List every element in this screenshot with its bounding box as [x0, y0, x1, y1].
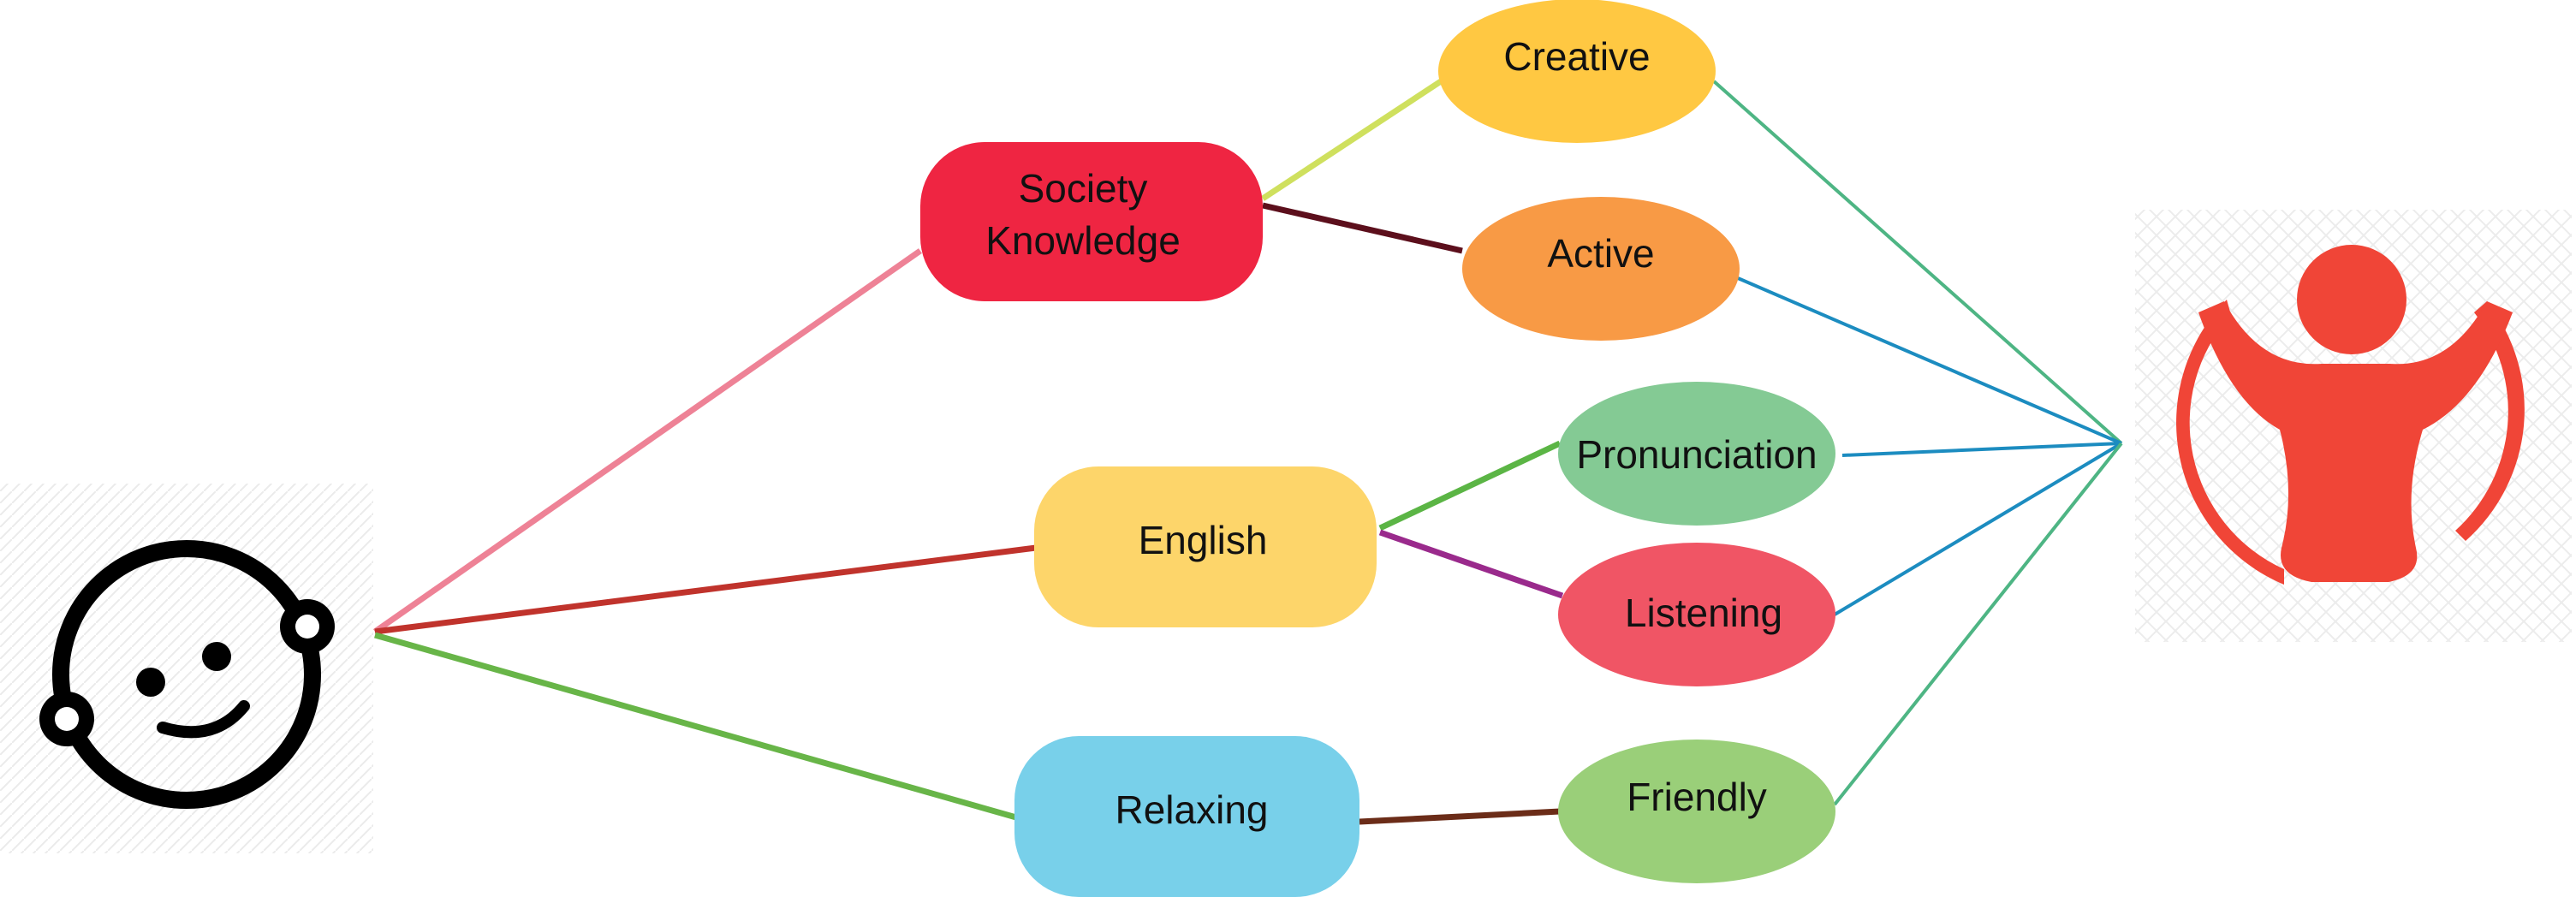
connector-english-pronunciation — [1378, 440, 1562, 532]
node-label-knowledge: Knowledge — [985, 218, 1181, 263]
node-relaxing: Relaxing — [1014, 736, 1359, 897]
node-society-knowledge: Society Knowledge — [920, 142, 1263, 301]
connector-baby-relaxing — [374, 632, 1017, 821]
node-label-english: English — [1139, 518, 1268, 562]
node-creative: Creative — [1438, 0, 1716, 143]
node-label-friendly: Friendly — [1627, 775, 1767, 819]
node-friendly: Friendly — [1558, 740, 1835, 883]
node-label-society: Society — [1019, 166, 1148, 211]
connector-baby-society — [372, 248, 923, 634]
connector-pronunciation-logo — [1841, 442, 2122, 457]
node-label-relaxing: Relaxing — [1115, 787, 1269, 832]
node-listening: Listening — [1558, 543, 1835, 686]
node-english: English — [1034, 466, 1377, 627]
node-label-pronunciation: Pronunciation — [1576, 432, 1817, 477]
node-label-creative: Creative — [1503, 34, 1650, 79]
connector-society-creative — [1261, 79, 1443, 201]
connector-relaxing-friendly — [1359, 808, 1561, 825]
nodes: Society Knowledge English Relaxing Creat… — [920, 0, 1835, 897]
connectors — [372, 79, 2123, 825]
baby-face-icon — [0, 484, 373, 853]
node-pronunciation: Pronunciation — [1558, 382, 1835, 526]
connector-active-logo — [1737, 276, 2122, 445]
node-active: Active — [1462, 197, 1740, 341]
connector-baby-english — [374, 544, 1037, 635]
connector-society-active — [1262, 202, 1463, 254]
connector-creative-logo — [1712, 80, 2123, 445]
connector-english-listening — [1378, 529, 1564, 599]
node-label-active: Active — [1547, 231, 1654, 276]
child-logo-icon — [2135, 210, 2572, 642]
node-label-listening: Listening — [1625, 591, 1782, 635]
connector-listening-logo — [1833, 442, 2123, 616]
connector-friendly-logo — [1833, 442, 2123, 806]
